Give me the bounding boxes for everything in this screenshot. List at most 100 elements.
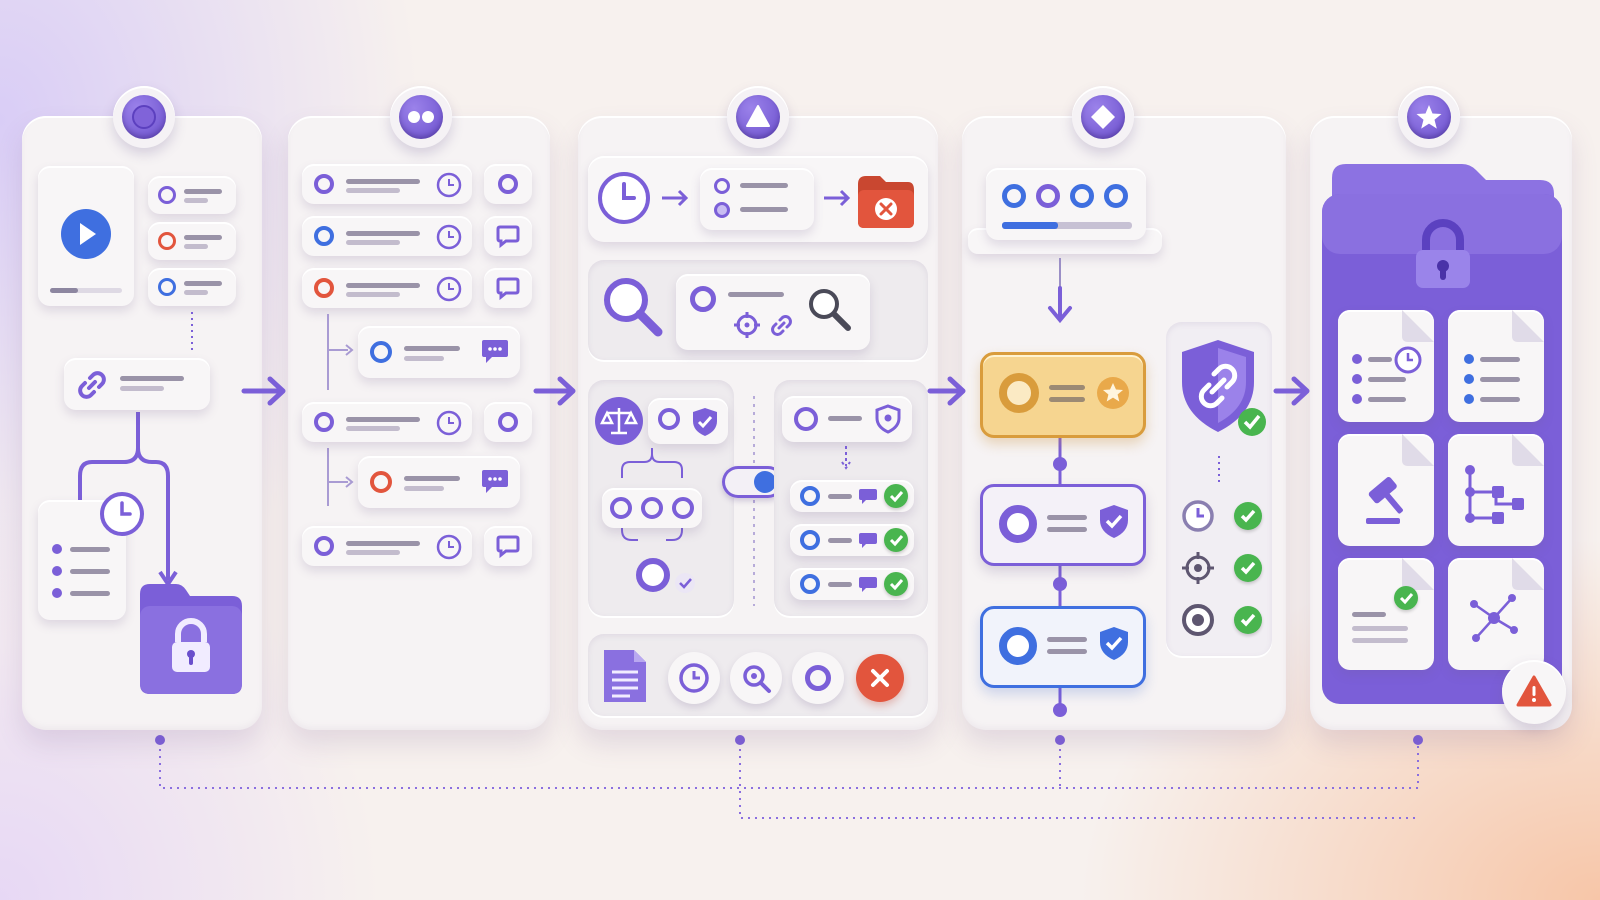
node-group-card[interactable] <box>602 488 702 528</box>
check-icon <box>1240 561 1256 575</box>
shield-icon <box>693 408 717 436</box>
result-node <box>636 558 670 592</box>
approval-row[interactable] <box>790 480 914 512</box>
two-dots-icon <box>408 111 434 123</box>
chat-button[interactable] <box>484 402 532 442</box>
chat-icon <box>496 535 520 559</box>
arrow-right-icon <box>824 189 851 207</box>
flow-doc[interactable] <box>1448 434 1544 546</box>
star-icon <box>1416 105 1442 129</box>
link-card[interactable] <box>64 358 210 410</box>
search-card[interactable] <box>676 274 870 350</box>
link-icon <box>771 315 792 336</box>
dotted-connector <box>1218 456 1220 482</box>
stage-4-badge <box>1072 86 1134 148</box>
priority-card[interactable] <box>980 352 1146 438</box>
clock-icon <box>436 410 462 436</box>
chat-button[interactable] <box>484 268 532 308</box>
circle-icon <box>132 105 156 129</box>
queue-card[interactable] <box>700 168 814 230</box>
check-icon <box>889 535 904 547</box>
gavel-icon <box>1366 477 1403 524</box>
close-icon <box>871 669 889 687</box>
network-doc[interactable] <box>1448 558 1544 670</box>
approval-row[interactable] <box>790 524 914 556</box>
chat-button[interactable] <box>484 216 532 256</box>
clock-icon <box>436 276 462 302</box>
chat-button[interactable] <box>484 526 532 566</box>
shield-icon <box>1100 627 1128 660</box>
chat-button[interactable] <box>484 164 532 204</box>
progress-card[interactable] <box>986 168 1146 240</box>
branch-lines <box>621 448 683 541</box>
arrow-right-icon <box>662 189 689 207</box>
search-button[interactable] <box>730 652 782 704</box>
checklist-doc[interactable] <box>1338 310 1434 422</box>
link-icon <box>78 371 106 399</box>
folder-error-icon <box>858 176 914 228</box>
stage-2-tree-lines <box>327 314 354 506</box>
chat-icon <box>859 489 877 504</box>
warning-button[interactable] <box>1502 660 1566 724</box>
play-icon[interactable] <box>60 208 112 260</box>
network-icon <box>1470 594 1518 642</box>
video-card[interactable] <box>38 166 134 306</box>
table-row[interactable] <box>302 268 472 308</box>
table-row[interactable] <box>302 526 472 566</box>
list-doc[interactable] <box>1448 310 1544 422</box>
history-button[interactable] <box>668 652 720 704</box>
chat-icon <box>482 340 508 363</box>
table-row[interactable] <box>302 216 472 256</box>
diamond-icon <box>1091 105 1115 129</box>
flowchart-icon <box>1465 465 1524 524</box>
toggle-switch[interactable] <box>722 466 784 498</box>
clock-icon <box>436 172 462 198</box>
list-item[interactable] <box>148 268 236 306</box>
verified-card[interactable] <box>980 606 1146 688</box>
list-item[interactable] <box>148 176 236 214</box>
list-item[interactable] <box>148 222 236 260</box>
clock-icon <box>679 663 709 693</box>
clock-icon <box>100 492 144 536</box>
review-card[interactable] <box>980 484 1146 566</box>
table-row[interactable] <box>302 402 472 442</box>
approval-row[interactable] <box>790 568 914 600</box>
check-icon <box>1240 509 1256 523</box>
stage-5-badge <box>1398 86 1460 148</box>
magnifier-icon <box>743 665 771 693</box>
clock-icon <box>598 172 650 224</box>
sub-row[interactable] <box>358 326 520 378</box>
record-icon <box>1182 604 1214 636</box>
clock-icon <box>1182 500 1214 532</box>
check-icon <box>1399 593 1414 605</box>
down-arrow <box>841 446 851 470</box>
sub-row[interactable] <box>358 456 520 508</box>
shield-icon <box>875 404 901 434</box>
clock-icon <box>436 534 462 560</box>
scale-icon <box>595 397 643 445</box>
approved-doc[interactable] <box>1338 558 1434 670</box>
star-icon <box>1097 377 1129 409</box>
stage-3-badge <box>727 86 789 148</box>
identity-card[interactable] <box>648 398 728 444</box>
legal-doc[interactable] <box>1338 434 1434 546</box>
record-button[interactable] <box>792 652 844 704</box>
cancel-button[interactable] <box>856 654 904 702</box>
shield-link-icon <box>1182 340 1266 436</box>
magnifier-icon[interactable] <box>600 274 666 340</box>
target-icon <box>1182 552 1214 584</box>
table-row[interactable] <box>302 164 472 204</box>
stage-1-badge <box>113 86 175 148</box>
clock-icon <box>436 224 462 250</box>
shield-icon <box>1100 505 1128 538</box>
clock-icon <box>1394 346 1422 374</box>
check-icon <box>1240 613 1256 627</box>
padlock-icon <box>1416 219 1470 288</box>
chat-icon <box>496 225 520 249</box>
approver-card[interactable] <box>782 396 912 442</box>
check-icon <box>675 573 695 593</box>
triangle-icon <box>746 105 770 127</box>
document-icon[interactable] <box>600 648 650 704</box>
